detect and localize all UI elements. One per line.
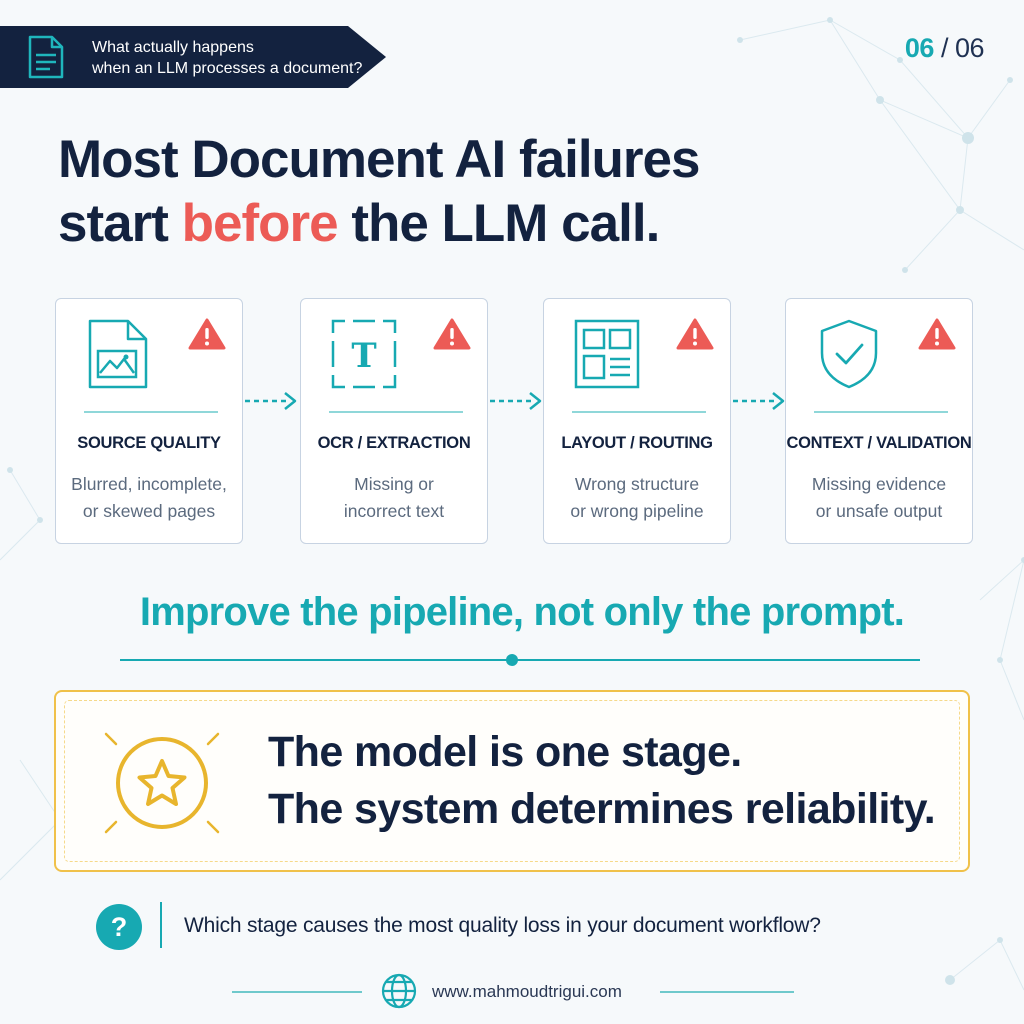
banner-shape: [0, 26, 386, 88]
flow-arrow-icon: [733, 392, 785, 410]
stage-title: OCR / EXTRACTION: [317, 434, 471, 452]
question-text: Which stage causes the most quality loss…: [184, 914, 821, 937]
shield-check-icon: [820, 319, 878, 389]
header-line-1: What actually happens: [92, 39, 254, 56]
page-counter: 06 / 06: [904, 33, 985, 63]
page-total: / 06: [933, 33, 985, 63]
title-start: start: [58, 194, 182, 253]
stage-desc-line-1: Missing evidence: [811, 474, 947, 494]
title-highlight: before: [181, 194, 339, 253]
tagline: Improve the pipeline, not only the promp…: [139, 590, 905, 634]
page-current: 06: [904, 33, 935, 63]
globe-icon: [381, 973, 417, 1009]
stage-card-context-validation: CONTEXT / VALIDATION Missing evidence or…: [785, 298, 973, 544]
footer-rule-left: [232, 991, 362, 993]
star-icon: [104, 732, 220, 834]
callout-line-1: The model is one stage.: [268, 728, 742, 776]
stage-desc-line-2: incorrect text: [343, 501, 445, 521]
warning-icon: [433, 318, 471, 350]
flow-arrow-icon: [245, 392, 297, 410]
card-divider: [329, 411, 463, 413]
card-divider: [814, 411, 948, 413]
text-scan-icon: T: [331, 319, 397, 389]
warning-icon: [676, 318, 714, 350]
stage-title: SOURCE QUALITY: [77, 434, 221, 452]
stage-desc-line-2: or wrong pipeline: [570, 501, 704, 521]
warning-icon: [188, 318, 226, 350]
title-line-1: Most Document AI failures: [58, 130, 701, 189]
footer: www.mahmoudtrigui.com: [0, 972, 1024, 1012]
footer-rule-right: [660, 991, 794, 993]
header-question: What actually happens when an LLM proces…: [92, 37, 362, 79]
stage-description: Missing evidence or unsafe output: [792, 471, 966, 525]
stage-description: Missing or incorrect text: [307, 471, 481, 525]
callout-inner-border: [64, 700, 960, 862]
question-icon: ?: [96, 904, 142, 950]
website-link[interactable]: www.mahmoudtrigui.com: [432, 982, 622, 1001]
stage-title: LAYOUT / ROUTING: [561, 434, 713, 452]
header-banner: What actually happens when an LLM proces…: [0, 26, 386, 88]
svg-text:T: T: [351, 336, 376, 376]
layout-grid-icon: [574, 319, 640, 389]
page-title: Most Document AI failures start before t…: [58, 128, 778, 256]
image-file-icon: [88, 319, 148, 389]
header-line-2: when an LLM processes a document?: [92, 60, 363, 77]
tagline-underline: [120, 654, 920, 666]
callout-text: The model is one stage. The system deter…: [268, 724, 936, 838]
card-divider: [572, 411, 706, 413]
stage-description: Blurred, incomplete, or skewed pages: [62, 471, 236, 525]
stage-card-layout-routing: LAYOUT / ROUTING Wrong structure or wron…: [543, 298, 731, 544]
stage-card-source-quality: SOURCE QUALITY Blurred, incomplete, or s…: [55, 298, 243, 544]
title-line-2: start before the LLM call.: [58, 192, 778, 256]
card-divider: [84, 411, 218, 413]
stage-desc-line-2: or unsafe output: [815, 501, 943, 521]
discussion-question: ? Which stage causes the most quality lo…: [96, 902, 996, 952]
warning-icon: [918, 318, 956, 350]
title-end: the LLM call.: [337, 194, 660, 253]
stage-desc-line-2: or skewed pages: [82, 501, 216, 521]
stage-card-ocr-extraction: T OCR / EXTRACTION Missing or incorrect …: [300, 298, 488, 544]
stage-title: CONTEXT / VALIDATION: [786, 434, 972, 452]
question-divider: [160, 902, 162, 948]
key-insight-callout: The model is one stage. The system deter…: [54, 690, 970, 872]
stage-desc-line-1: Missing or: [354, 474, 434, 494]
document-icon: [28, 35, 64, 79]
stage-desc-line-1: Blurred, incomplete,: [71, 474, 227, 494]
stage-description: Wrong structure or wrong pipeline: [550, 471, 724, 525]
flow-arrow-icon: [490, 392, 542, 410]
stage-desc-line-1: Wrong structure: [574, 474, 700, 494]
callout-line-2: The system determines reliability.: [268, 785, 936, 833]
svg-text:?: ?: [111, 912, 128, 942]
